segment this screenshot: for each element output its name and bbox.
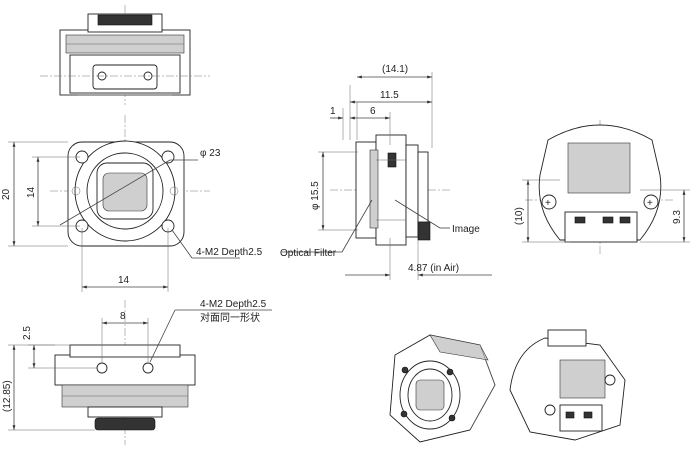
rear-view: + + (10) 9.3 [514,120,690,255]
dim-1: 1 [330,106,336,117]
note-m2-bottom: 4-M2 Depth2.5 [200,299,267,310]
dim-20: 20 [1,188,12,200]
dim-8: 8 [120,311,126,322]
dim-2-5: 2.5 [22,326,33,340]
dim-11-5: 11.5 [380,90,399,101]
dim-phi23: φ 23 [200,148,221,159]
note-m2-front: 4-M2 Depth2.5 [196,247,263,258]
dim-14-1: (14.1) [382,64,408,75]
isometric-rear [509,329,626,441]
label-optical-filter: Optical Filter [280,248,337,259]
dim-6: 6 [370,106,376,117]
dim-14-horizontal: 14 [118,275,130,286]
note-m2-bottom-cn: 对面同一形状 [200,311,260,324]
top-view [40,5,210,105]
screw-right-icon: + [647,198,653,209]
side-view: (14.1) 11.5 1 6 φ 15.5 Optical Filter Im… [280,64,492,280]
dim-12-85: (12.85) [2,380,13,412]
dim-phi-15-5: φ 15.5 [310,181,321,210]
dim-9-3: 9.3 [672,210,683,224]
dim-10: (10) [514,207,525,225]
dim-14-vertical: 14 [26,186,37,198]
bottom-view: 8 2.5 (12.85) 4-M2 Depth2.5 对面同一形状 [2,299,272,445]
front-view: 20 14 14 φ 23 4-M2 Depth2.5 [1,115,263,292]
label-image: Image [452,224,480,235]
isometric-front [389,334,496,443]
screw-left-icon: + [545,198,551,209]
dim-4-87: 4.87 (in Air) [408,263,459,274]
